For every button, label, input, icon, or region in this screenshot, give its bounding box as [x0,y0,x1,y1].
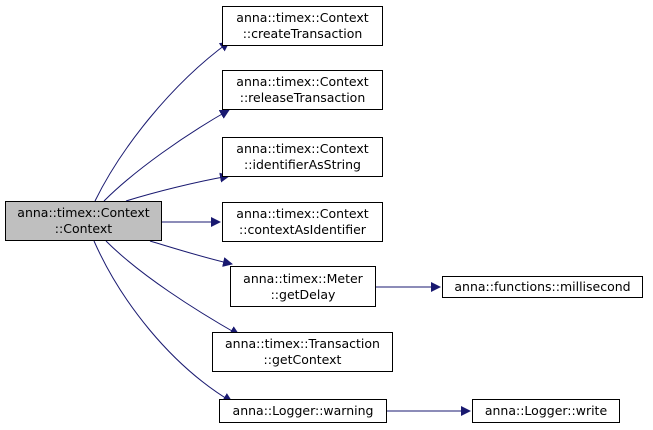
edge-root-to-releaseTransaction [103,109,230,202]
edge-root-to-getContext [105,240,240,336]
node-context-as-identifier[interactable]: anna::timex::Context ::contextAsIdentifi… [222,202,383,242]
node-line: ::contextAsIdentifier [239,222,366,237]
node-line: anna::timex::Context [236,141,369,156]
node-identifier-as-string[interactable]: anna::timex::Context ::identifierAsStrin… [222,137,383,177]
node-logger-write[interactable]: anna::Logger::write [472,399,620,423]
node-line: anna::timex::Context [236,74,369,89]
node-line: anna::timex::Meter [243,270,363,286]
node-line: ::identifierAsString [244,157,361,172]
node-line: anna::Logger::warning [232,403,374,418]
node-line: anna::timex::Context [236,206,369,221]
node-line: ::getContext [263,352,342,367]
node-logger-warning[interactable]: anna::Logger::warning [219,399,387,423]
node-release-transaction[interactable]: anna::timex::Context ::releaseTransactio… [222,70,383,110]
node-line: anna::Logger::write [484,403,608,418]
node-line: anna::timex::Context [236,10,369,25]
edge-root-to-warning [93,240,233,403]
node-get-delay[interactable]: anna::timex::Meter ::getDelay [230,266,376,307]
node-line: ::getDelay [270,286,336,302]
edge-root-to-getDelay [149,240,233,267]
node-line: ::Context [54,221,113,236]
node-line: ::releaseTransaction [239,90,366,105]
node-line: anna::timex::Context [17,205,150,220]
node-line: anna::functions::millisecond [454,279,631,294]
node-millisecond[interactable]: anna::functions::millisecond [442,276,643,298]
node-line: ::createTransaction [242,26,363,41]
edge-root-to-createTransaction [94,41,230,202]
node-get-context[interactable]: anna::timex::Transaction ::getContext [212,332,393,372]
node-line: anna::timex::Transaction [225,336,380,351]
node-context-constructor[interactable]: anna::timex::Context ::Context [5,201,162,241]
node-create-transaction[interactable]: anna::timex::Context ::createTransaction [222,6,383,46]
edge-root-to-identifierAsString [125,172,230,202]
